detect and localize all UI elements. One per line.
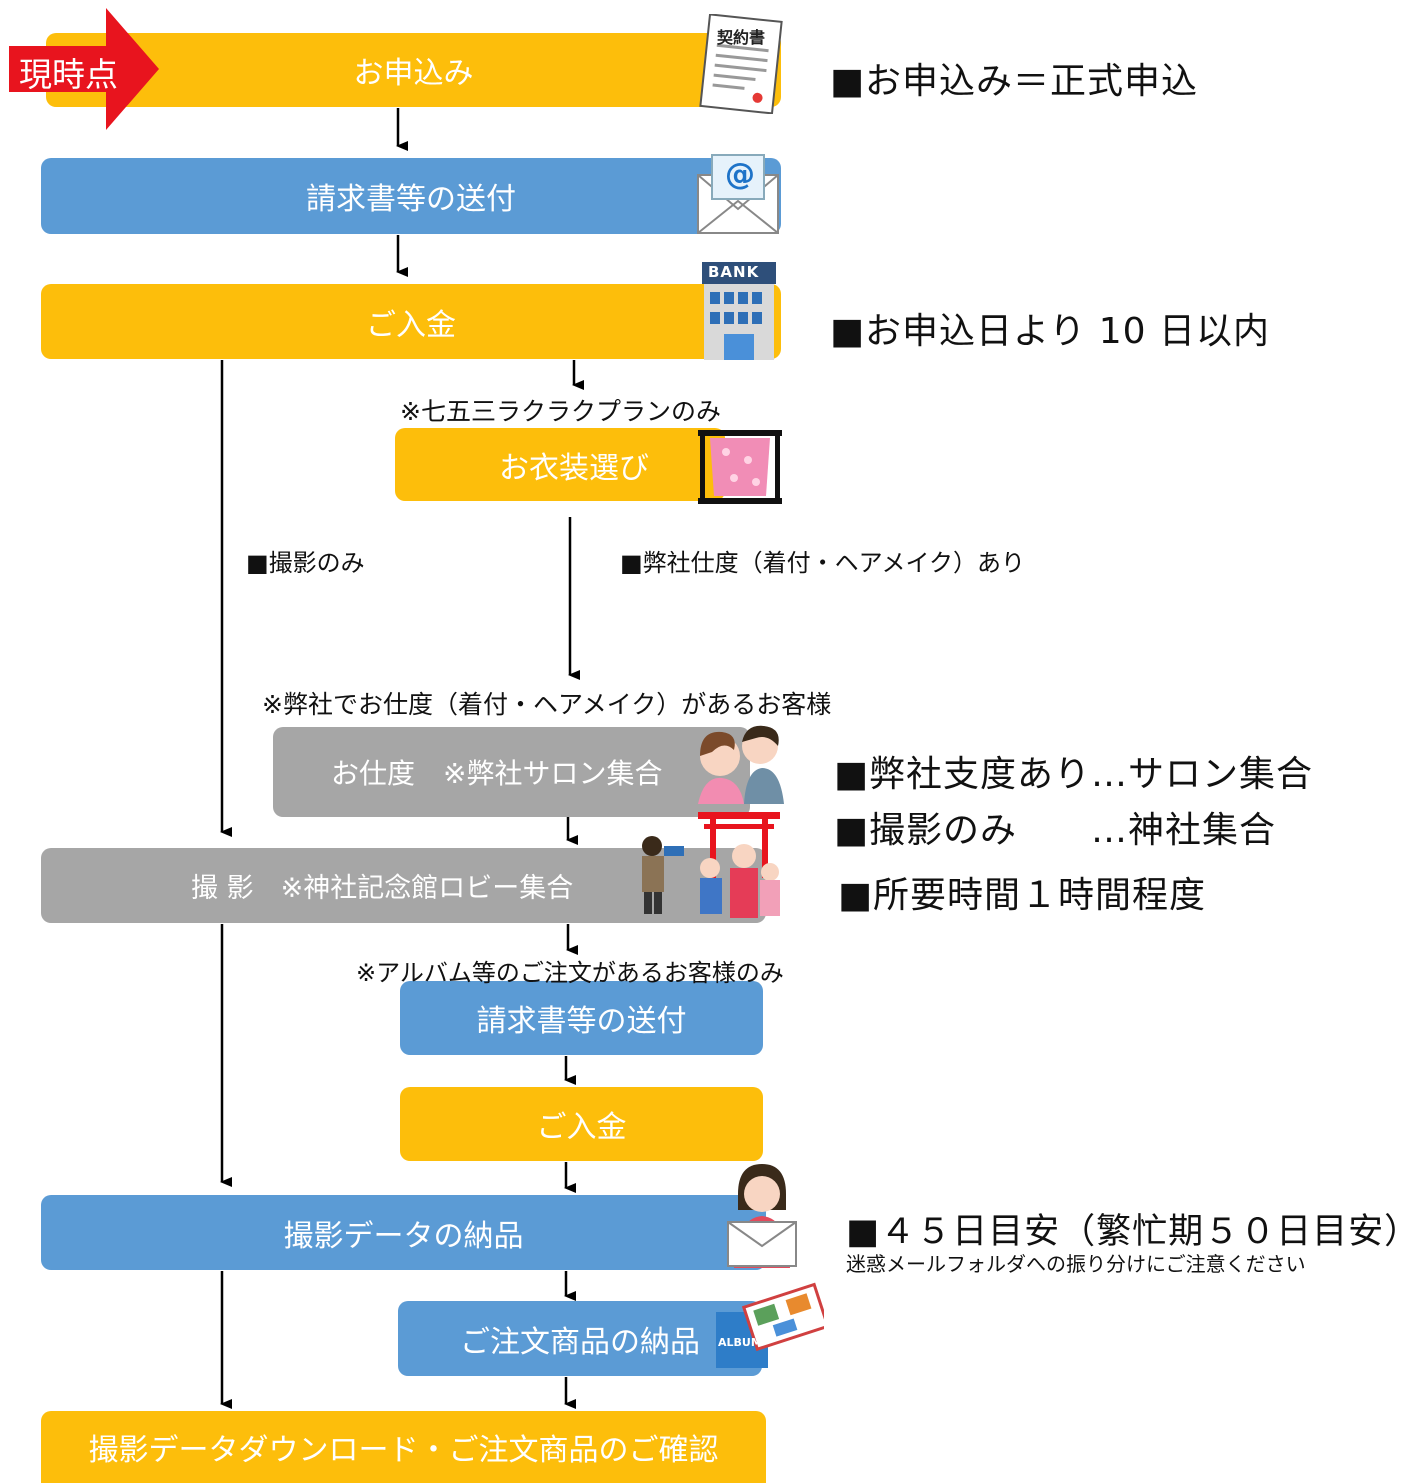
- photographer-icon: [636, 832, 688, 914]
- album-icon: ALBUM: [708, 1280, 830, 1370]
- step-invoice: 請求書等の送付: [41, 158, 781, 234]
- right-note-payment: ■お申込日より 10 日以内: [830, 311, 1270, 352]
- step-apply-label: お申込み: [353, 56, 474, 91]
- step-payment-label: ご入金: [366, 307, 456, 343]
- step-final-label: 撮影データダウンロード・ご注文商品のご確認: [88, 1433, 719, 1468]
- red-arrow-icon: [9, 8, 159, 130]
- step-costume: お衣装選び: [395, 428, 725, 501]
- step-invoice-2-label: 請求書等の送付: [476, 1004, 687, 1039]
- note-plan-only: ※七五三ラクラクプランのみ: [400, 397, 721, 426]
- step-apply: お申込み: [46, 33, 781, 107]
- kimono-rack-icon: [696, 430, 784, 504]
- step-invoice-2: 請求書等の送付: [400, 981, 763, 1055]
- right-note-spam: 迷惑メールフォルダへの振り分けにご注意ください: [846, 1252, 1306, 1276]
- step-costume-label: お衣装選び: [499, 450, 649, 486]
- right-note-salon: ■弊社支度あり…サロン集合: [834, 754, 1314, 795]
- step-data-delivery-label: 撮影データの納品: [283, 1218, 524, 1254]
- contract-icon-label: 契約書: [717, 28, 766, 47]
- step-payment-2: ご入金: [400, 1087, 763, 1161]
- note-album-customers: ※アルバム等のご注文があるお客様のみ: [356, 959, 784, 987]
- step-data-delivery: 撮影データの納品: [41, 1195, 766, 1270]
- bank-icon: BANK: [700, 262, 778, 360]
- step-payment: ご入金: [41, 284, 781, 359]
- step-final: 撮影データダウンロード・ご注文商品のご確認: [41, 1411, 766, 1483]
- current-point-badge: 現時点: [9, 8, 159, 130]
- current-point-label: 現時点: [19, 55, 118, 94]
- right-note-duration: ■所要時間１時間程度: [838, 875, 1207, 916]
- note-with-prep: ■弊社仕度（着付・ヘアメイク）あり: [620, 549, 1025, 577]
- right-note-shrine: ■撮影のみ …神社集合: [834, 810, 1277, 851]
- step-goods-delivery: ご注文商品の納品: [398, 1301, 762, 1376]
- hairstyling-icon: [694, 720, 790, 804]
- step-shoot-label: 撮 影 ※神社記念館ロビー集合: [191, 873, 574, 904]
- step-prep-label: お仕度 ※弊社サロン集合: [331, 757, 663, 790]
- bank-icon-label: BANK: [708, 263, 760, 281]
- email-icon: @: [696, 153, 780, 235]
- woman-letter-icon: [724, 1164, 800, 1268]
- contract-icon: 契約書: [697, 13, 787, 115]
- album-icon-label: ALBUM: [718, 1336, 762, 1349]
- email-at-glyph: @: [725, 157, 755, 192]
- right-note-delivery: ■４５日目安（繁忙期５０日目安）: [846, 1212, 1416, 1252]
- step-invoice-label: 請求書等の送付: [306, 182, 516, 217]
- step-prep: お仕度 ※弊社サロン集合: [273, 727, 750, 817]
- note-shoot-only: ■撮影のみ: [246, 549, 365, 577]
- right-note-apply: ■お申込み＝正式申込: [830, 61, 1199, 102]
- note-prep-customers: ※弊社でお仕度（着付・ヘアメイク）があるお客様: [262, 690, 832, 719]
- step-payment-2-label: ご入金: [536, 1110, 627, 1145]
- step-goods-delivery-label: ご注文商品の納品: [460, 1324, 700, 1360]
- shrine-family-icon: [690, 810, 786, 922]
